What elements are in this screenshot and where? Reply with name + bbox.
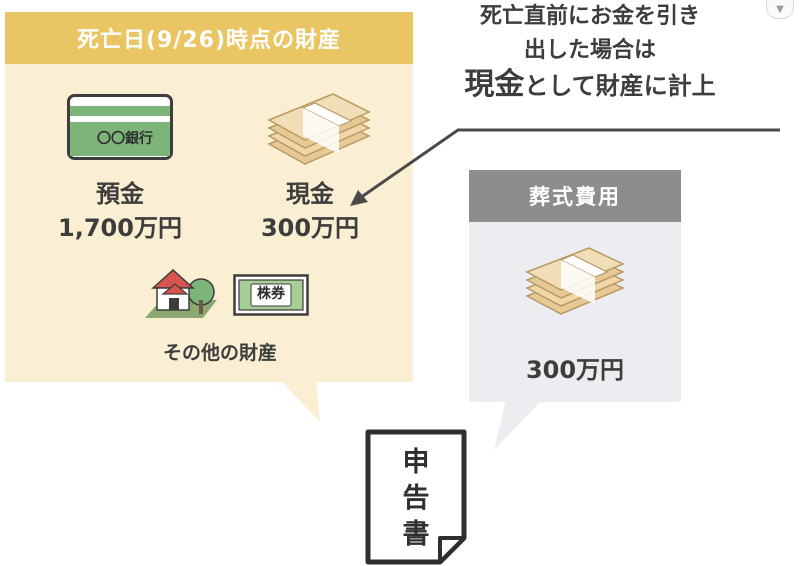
bank-card-label: 〇〇銀行 (97, 131, 153, 147)
cash-value: 300万円 (260, 214, 360, 242)
estate-speech-tail (280, 380, 320, 422)
chevron-down-icon: ▼ (776, 3, 784, 15)
deposit-label: 預金 (96, 180, 144, 208)
funeral-panel: 葬式費用 300万円 (469, 170, 681, 402)
funeral-value: 300万円 (525, 356, 625, 384)
house-icon (145, 268, 217, 318)
note-rest: として財産に計上 (524, 72, 716, 100)
document-char-2: 告 (402, 483, 430, 514)
funeral-title: 葬式費用 (469, 170, 681, 222)
estate-panel: 死亡日(9/26)時点の財産 〇〇銀行 預金 1,700万円 現金 300万円 (5, 12, 413, 382)
funeral-speech-tail (494, 400, 542, 450)
deposit-value: 1,700万円 (58, 214, 182, 242)
money-bundle-icon (267, 93, 371, 165)
document-char-1: 申 (402, 447, 430, 478)
note-line-1: 死亡直前にお金を引き (479, 4, 700, 29)
document-icon (365, 429, 467, 565)
other-assets-label: その他の財産 (162, 342, 277, 364)
stock-label: 株券 (257, 286, 285, 302)
credit-card-icon (67, 94, 173, 160)
annotation-note: 死亡直前にお金を引き 出した場合は 現金として財産に計上 (430, 0, 750, 103)
estate-title: 死亡日(9/26)時点の財産 (5, 12, 413, 64)
note-line-3: 現金として財産に計上 (430, 68, 750, 103)
money-bundle-icon (525, 247, 625, 315)
stock-certificate-icon (233, 274, 309, 316)
cash-label: 現金 (286, 180, 334, 208)
note-line-2: 出した場合は (523, 38, 656, 63)
document-char-3: 書 (402, 519, 430, 550)
note-emphasis: 現金 (464, 67, 525, 102)
scroll-up-button[interactable]: ▼ (766, 0, 794, 19)
